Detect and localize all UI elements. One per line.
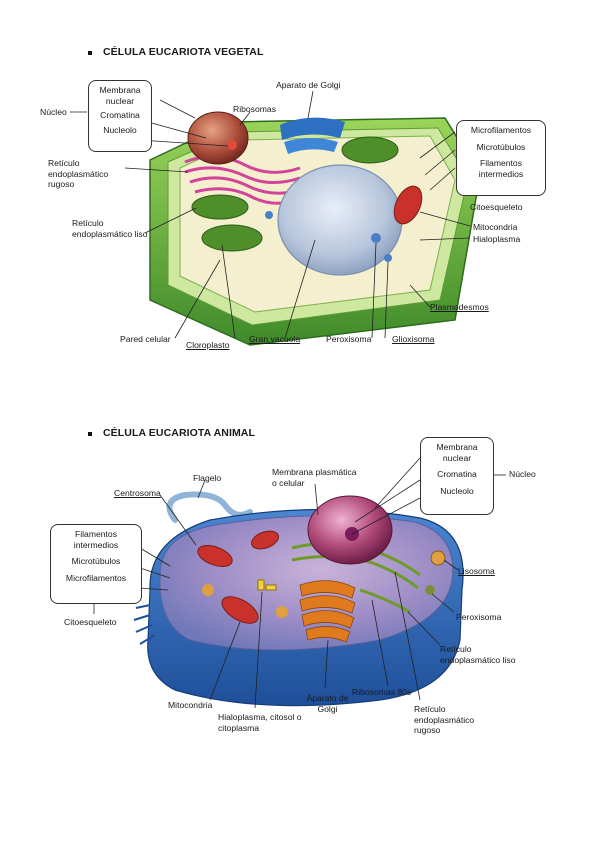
animal-golgi-apparatus xyxy=(299,580,356,643)
plant-label-mitocondria: Mitocondria xyxy=(473,222,518,232)
plant-label-nucleolo: Nucleolo xyxy=(103,124,137,135)
animal-label-ribosomas: Ribosomas 80s xyxy=(352,687,412,697)
animal-centrosome xyxy=(257,579,277,591)
animal-leader-lines xyxy=(93,457,506,709)
animal-label-centrosoma: Centrosoma xyxy=(114,488,161,498)
plant-label-ribosomas: Ribosomas xyxy=(233,104,276,114)
plant-label-pared-celular: Pared celular xyxy=(120,334,171,344)
plant-label-ret-liso: Retículo endoplasmático liso xyxy=(72,218,148,239)
animal-label-ret-liso: Retículo endoplasmático liso xyxy=(440,644,516,665)
animal-label-lisosoma: Lisosoma xyxy=(458,566,495,576)
plant-label-gran-vacuola: Gran vacuola xyxy=(249,334,301,344)
plant-label-cloroplasto: Cloroplasto xyxy=(186,340,230,350)
animal-title-bullet xyxy=(88,432,92,436)
animal-section-title: CÉLULA EUCARIOTA ANIMAL xyxy=(103,427,256,439)
plant-nucleus-box: Membrana nuclear Cromatina Nucleolo xyxy=(88,80,152,152)
animal-microvilli xyxy=(133,604,156,645)
plant-label-membrana-nuclear: Membrana nuclear xyxy=(99,85,141,106)
animal-nucleus-box: Membrana nuclear Cromatina Nucleolo xyxy=(420,437,494,515)
plant-label-cromatina: Cromatina xyxy=(100,110,140,120)
animal-label-microtubulos: Microtúbulos xyxy=(71,556,121,566)
plant-glyoxysome xyxy=(384,254,392,262)
animal-label-microfilamentos: Microfilamentos xyxy=(65,572,127,583)
plant-chloroplasts xyxy=(191,136,399,252)
plant-label-glioxisoma: Glioxisoma xyxy=(392,334,435,344)
plant-cytoskeleton-box: Microfilamentos Microtúbulos Filamentos … xyxy=(456,120,546,196)
animal-label-mitocondria: Mitocondria xyxy=(168,700,213,710)
animal-label-peroxisoma: Peroxisoma xyxy=(456,612,502,622)
plant-label-citoesqueleto: Citoesqueleto xyxy=(470,202,523,212)
plant-label-hialoplasma: Hialoplasma xyxy=(473,234,521,244)
plant-label-aparato-golgi: Aparato de Golgi xyxy=(276,80,341,90)
animal-vesicle xyxy=(202,584,214,596)
plant-label-plasmodesmos: Plasmodesmos xyxy=(430,302,489,312)
plant-golgi-apparatus xyxy=(280,117,345,154)
plant-mitochondria xyxy=(393,185,423,225)
plant-nucleus xyxy=(187,111,249,165)
animal-label-nucleo: Núcleo xyxy=(509,469,536,479)
animal-label-filamentos-intermedios: Filamentos intermedios xyxy=(73,529,119,550)
animal-label-hialoplasma: Hialoplasma, citosol o citoplasma xyxy=(218,712,302,733)
animal-label-flagelo: Flagelo xyxy=(193,473,222,483)
plant-label-nucleo: Núcleo xyxy=(40,107,67,117)
animal-peroxisome xyxy=(425,585,435,595)
plant-label-microtubulos: Microtúbulos xyxy=(476,141,526,152)
animal-flagellum xyxy=(166,491,253,523)
animal-label-cromatina: Cromatina xyxy=(437,469,477,479)
animal-label-nucleolo: Nucleolo xyxy=(440,485,474,496)
plant-label-microfilamentos: Microfilamentos xyxy=(470,125,532,135)
animal-nucleus xyxy=(307,495,393,565)
animal-label-citoesqueleto: Citoesqueleto xyxy=(64,617,117,627)
animal-lysosome xyxy=(430,550,446,566)
plant-title-bullet xyxy=(88,51,92,55)
animal-label-membrana-plasmatica: Membrana plasmática o celular xyxy=(272,467,357,488)
animal-label-membrana-nuclear: Membrana nuclear xyxy=(436,442,478,463)
animal-label-ret-rugoso: Retículo endoplasmático rugoso xyxy=(414,704,475,735)
plant-cell-illustration xyxy=(70,90,481,346)
animal-label-aparato-golgi: Aparato de Golgi xyxy=(306,693,349,714)
plant-leader-lines xyxy=(70,90,471,339)
plant-label-peroxisoma: Peroxisoma xyxy=(326,334,372,344)
plant-peroxisome xyxy=(371,233,381,243)
plant-section-title: CÉLULA EUCARIOTA VEGETAL xyxy=(103,46,264,58)
plant-label-ret-rugoso: Retículo endoplasmático rugoso xyxy=(48,158,109,189)
animal-mitochondria xyxy=(197,530,279,624)
plant-label-filamentos-intermedios: Filamentos intermedios xyxy=(478,158,524,179)
animal-cytoskeleton-box: Filamentos intermedios Microtúbulos Micr… xyxy=(50,524,142,604)
